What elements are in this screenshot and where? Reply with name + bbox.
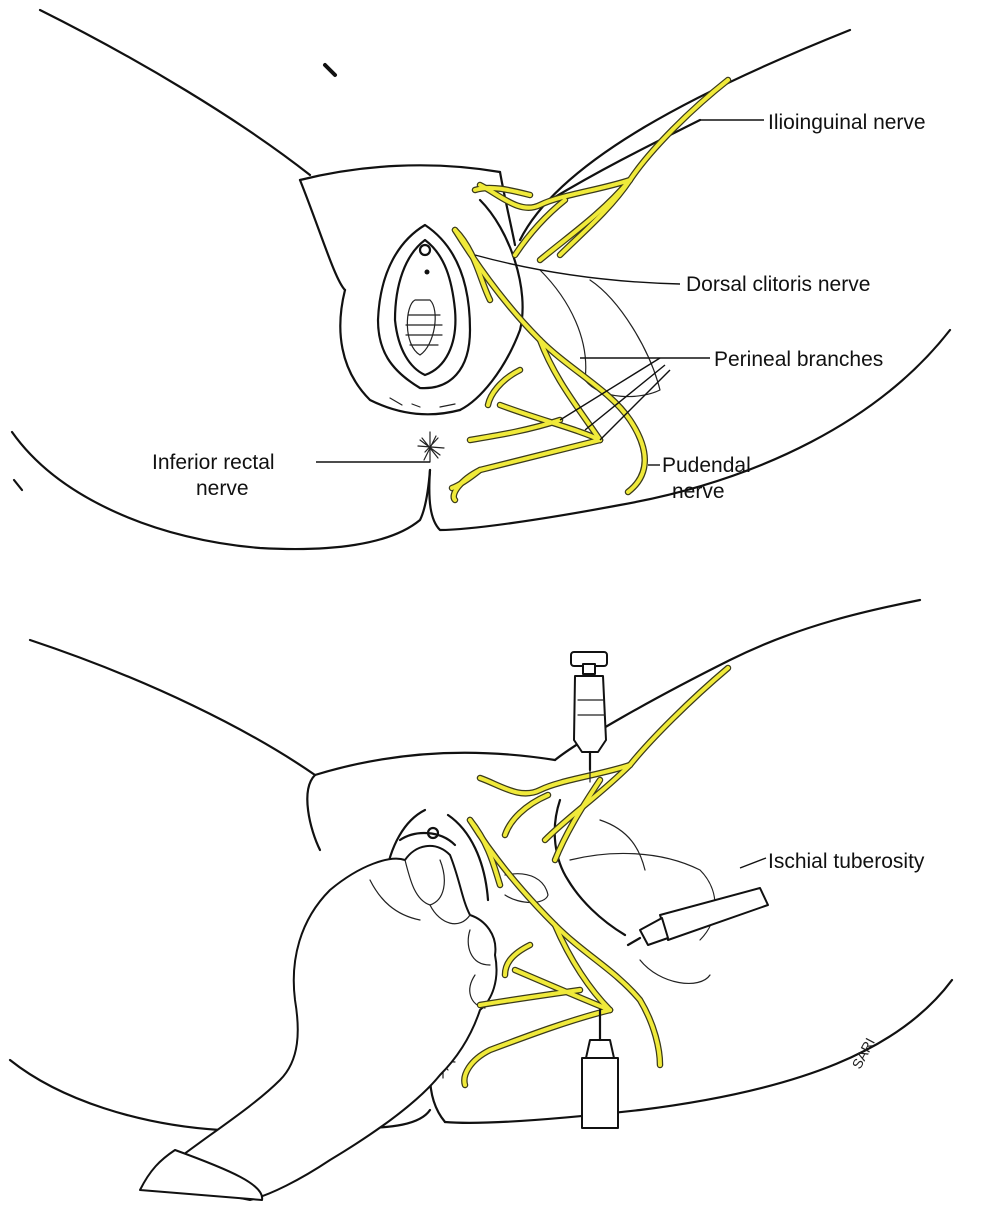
label-inferior-rectal-line1: Inferior rectal — [152, 451, 275, 474]
nerve-outline — [505, 795, 548, 835]
nerve-outline — [488, 370, 520, 405]
label-ischial-tuberosity: Ischial tuberosity — [768, 850, 925, 873]
syringe-bottom — [582, 1010, 618, 1128]
label-perineal-branches: Perineal branches — [714, 348, 883, 371]
artist-signature: SARI — [849, 1035, 878, 1071]
syringe-top — [571, 652, 607, 782]
bottom-leader-ischial — [740, 858, 766, 868]
nerve-branch — [452, 470, 480, 488]
label-pudendal-line2: nerve — [672, 480, 725, 503]
bottom-panel: Ischial tuberosity SARI — [10, 600, 952, 1200]
label-dorsal-clitoris-nerve: Dorsal clitoris nerve — [686, 273, 870, 296]
label-inferior-rectal-line2: nerve — [196, 477, 249, 500]
nerve-branch — [470, 420, 560, 440]
gloved-hand — [140, 846, 497, 1200]
label-pudendal-line1: Pudendal — [662, 454, 751, 477]
top-anus — [418, 432, 444, 462]
syringe-middle — [628, 888, 768, 945]
label-ilioinguinal-nerve: Ilioinguinal nerve — [768, 111, 926, 134]
nerve-outline — [540, 80, 728, 260]
top-vulva — [378, 225, 470, 407]
nerve-outline — [454, 440, 600, 500]
top-panel: Ilioinguinal nerve Dorsal clitoris nerve… — [12, 10, 950, 549]
